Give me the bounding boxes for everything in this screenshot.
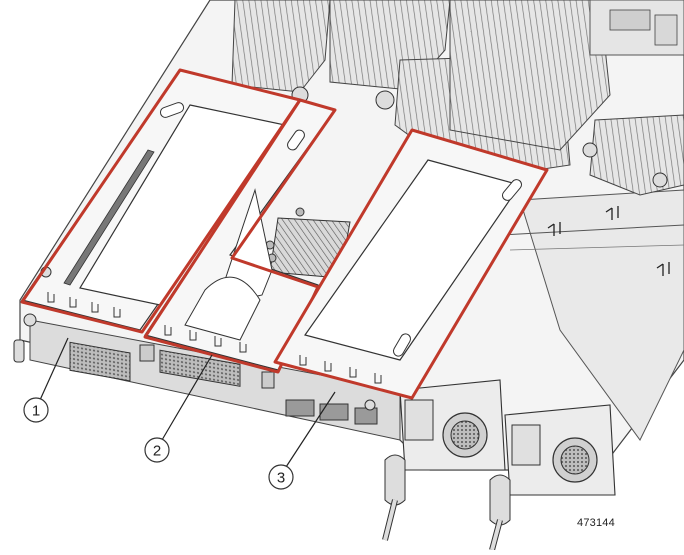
callout-2: 2 bbox=[144, 354, 213, 463]
callout-1-leader bbox=[39, 337, 69, 401]
riser-cage-1-highlight bbox=[20, 68, 302, 334]
riser-cage-3 bbox=[273, 128, 549, 411]
callout-2-circle bbox=[144, 437, 170, 463]
callout-2-leader bbox=[161, 354, 213, 441]
callout-1: 1 bbox=[23, 337, 69, 423]
callout-3-circle bbox=[268, 464, 294, 490]
callout-1-circle bbox=[23, 397, 49, 423]
callout-1-number: 1 bbox=[32, 403, 40, 420]
riser-cage-2 bbox=[143, 98, 337, 374]
motherboard-components bbox=[291, 0, 684, 276]
rear-io-panel bbox=[13, 313, 401, 441]
callout-3: 3 bbox=[268, 391, 336, 490]
riser-cage-3-highlight bbox=[273, 128, 549, 400]
callout-2-number: 2 bbox=[153, 443, 161, 460]
callout-3-number: 3 bbox=[277, 470, 285, 487]
power-supply-1 bbox=[382, 379, 506, 541]
riser-cage-1 bbox=[20, 68, 302, 334]
power-supply-2 bbox=[489, 404, 616, 551]
callout-3-leader bbox=[285, 391, 336, 468]
heatsink-left bbox=[231, 0, 331, 93]
figure-number: 473144 bbox=[577, 517, 615, 529]
